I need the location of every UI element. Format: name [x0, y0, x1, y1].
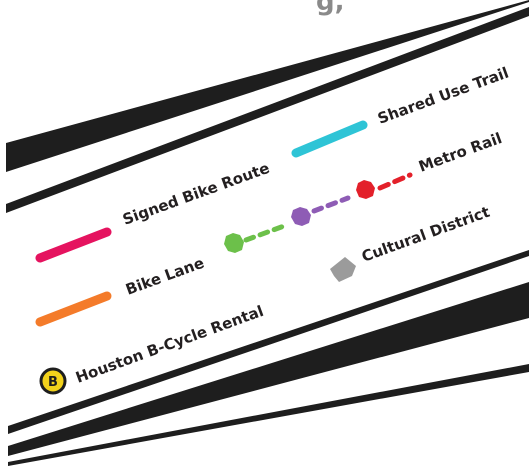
stripe-thin-bottom — [8, 364, 529, 466]
metro-rail-station-icon — [356, 180, 375, 199]
stripe-band — [6, 0, 529, 172]
bike-lane-station-icon-green — [224, 233, 244, 253]
shared-use-trail-swatch — [291, 120, 368, 158]
bcycle-orange-swatch — [35, 291, 112, 327]
legend-title-fragment: g, — [316, 0, 345, 17]
bcycle-icon — [39, 367, 67, 395]
metro-rail-label: Metro Rail — [416, 129, 504, 176]
bike-lane-dash-purple — [311, 195, 351, 214]
legend-item-houston-bcycle-swatch — [35, 291, 112, 327]
stripe-thin-lower — [8, 250, 529, 434]
bike-lane-dash-green — [243, 223, 287, 243]
legend-item-cultural-district: Cultural District — [330, 203, 492, 282]
metro-rail-swatch — [377, 172, 413, 191]
signed-bike-route-label: Signed Bike Route — [120, 159, 272, 229]
cultural-district-icon — [330, 257, 356, 282]
signed-bike-route-swatch — [35, 227, 112, 263]
bike-lane-label: Bike Lane — [123, 254, 206, 299]
stripe-band-lower — [8, 282, 529, 456]
top-diagonal-stripes — [6, 0, 529, 213]
shared-use-trail-label: Shared Use Trail — [375, 64, 511, 128]
cultural-district-label: Cultural District — [359, 203, 492, 266]
bcycle-icon-letter: B — [48, 375, 58, 390]
stripe-thin — [6, 7, 529, 213]
bottom-diagonal-stripes — [8, 250, 529, 466]
legend-item-metro-rail: Metro Rail — [356, 129, 504, 199]
bike-lane-station-icon-purple — [291, 207, 311, 226]
